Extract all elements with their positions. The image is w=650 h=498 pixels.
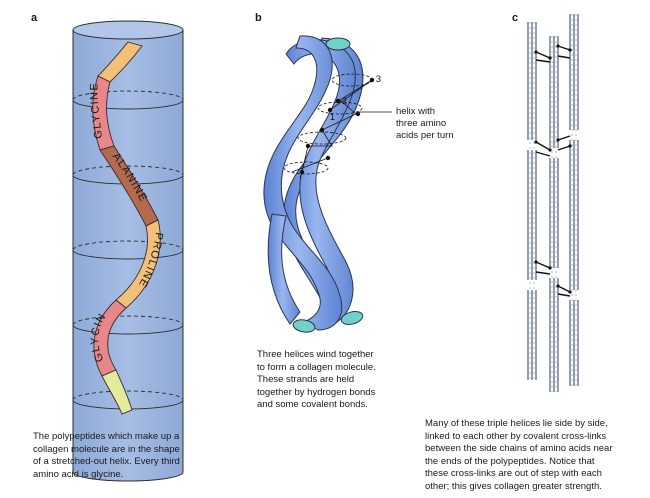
turn-number-1: 1 [330, 112, 335, 122]
caption-c-line-2: linked to each other by covalent cross-l… [425, 430, 607, 442]
tube-end-bottom-right [340, 311, 364, 325]
panel-b-callout: helix with three amino acids per turn [396, 106, 454, 142]
panel-b-triple-helix [263, 35, 364, 333]
panel-c-fibers [527, 14, 579, 392]
strand-bottom-left [267, 213, 301, 325]
caption-a-line-3: of a stretched-out helix. Every third [33, 456, 180, 467]
panel-c-label: c [512, 12, 519, 24]
caption-c-line-4: the ends of the polypeptides. Notice tha… [425, 455, 595, 467]
caption-b-line-5: and some covalent bonds. [257, 399, 368, 410]
panel-c-link-dots [534, 44, 572, 294]
panel-c-cross-links [535, 45, 571, 297]
caption-b-line-3: These strands are held [257, 374, 355, 385]
caption-a-line-1: The polypeptides which make up a [33, 431, 180, 442]
caption-c-line-5: these cross-links are out of step with e… [425, 468, 602, 479]
helix-label-glycine-top: GLYCINE [88, 82, 105, 139]
helix-tail [101, 369, 133, 415]
tube-end-top [325, 37, 351, 51]
caption-a-line-4: amino acid is glycine. [33, 468, 124, 480]
panel-c-fiber-texture [529, 14, 577, 392]
panel-a-helix-ribbon [92, 41, 161, 415]
caption-c-line-6: other; this gives collagen greater stren… [425, 480, 602, 492]
caption-b-line-4: together by hydrogen bonds [257, 386, 376, 398]
caption-b-line-1: Three helices wind together [257, 349, 374, 360]
panel-b-caption: Three helices wind together to form a co… [257, 349, 447, 412]
caption-b-line-2: to form a collagen molecule. [257, 361, 376, 373]
callout-line-2: three amino [396, 118, 447, 129]
turn-number-3: 3 [376, 74, 381, 84]
caption-c-line-3: between the side chains of amino acids n… [425, 443, 613, 454]
panel-b-points [299, 77, 375, 175]
callout-line-3: acids per turn [396, 130, 454, 141]
panel-c-caption: Many of these triple helices lie side by… [425, 418, 647, 493]
callout-line-1: helix with [396, 106, 436, 117]
turn-number-2: 2 [342, 96, 347, 106]
tube-end-bottom-left [292, 319, 316, 333]
caption-c-line-1: Many of these triple helices lie side by… [425, 418, 608, 429]
panel-b-label: b [255, 12, 262, 24]
panel-a-label: a [31, 12, 38, 24]
panel-a-caption: The polypeptides which make up a collage… [33, 431, 243, 481]
caption-a-line-2: collagen molecule are in the shape [33, 443, 180, 455]
